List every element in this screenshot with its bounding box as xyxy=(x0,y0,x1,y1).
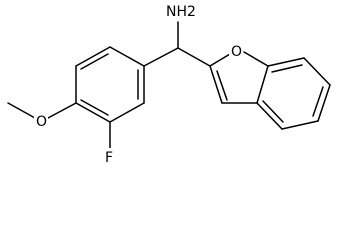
bond-benzo-5-inner xyxy=(262,100,284,123)
fluorine-label: F xyxy=(105,150,113,166)
atom-labels: NH2 O O F xyxy=(34,2,243,166)
bond-o-methyl xyxy=(7,102,36,119)
bond-c2-o xyxy=(209,53,231,67)
bond-c2-c3 xyxy=(209,65,223,104)
amine-label: NH2 xyxy=(166,4,196,20)
bond-aryl-3 xyxy=(75,102,111,123)
bond-benzo-5 xyxy=(256,102,283,130)
bond-benzo-4 xyxy=(281,120,319,130)
bond-c2-c3-inner xyxy=(216,70,228,101)
bond-ch-c2 xyxy=(177,47,211,67)
methoxy-oxygen-label: O xyxy=(36,114,47,130)
bond-benzo-1 xyxy=(267,57,305,67)
bond-benzo-2 xyxy=(303,57,331,86)
bond-aryl-5-inner xyxy=(80,53,109,70)
bonds xyxy=(7,21,331,149)
bond-benzo-3-inner xyxy=(312,86,324,117)
bond-c-omethyl xyxy=(47,102,77,119)
bond-ch-aryl xyxy=(143,47,179,67)
bond-benzo-1-inner xyxy=(271,64,303,73)
molecule-diagram: NH2 O O F xyxy=(7,2,331,166)
bond-aryl-2 xyxy=(109,102,145,123)
bond-o-c7a xyxy=(243,51,269,67)
bond-c3a-c7a xyxy=(256,65,269,104)
ring-oxygen-label: O xyxy=(231,44,242,60)
bond-aryl-6 xyxy=(109,46,145,67)
bond-aryl-3-inner xyxy=(80,99,109,116)
bond-aryl-5 xyxy=(75,46,111,67)
bond-benzo-3 xyxy=(317,84,331,122)
